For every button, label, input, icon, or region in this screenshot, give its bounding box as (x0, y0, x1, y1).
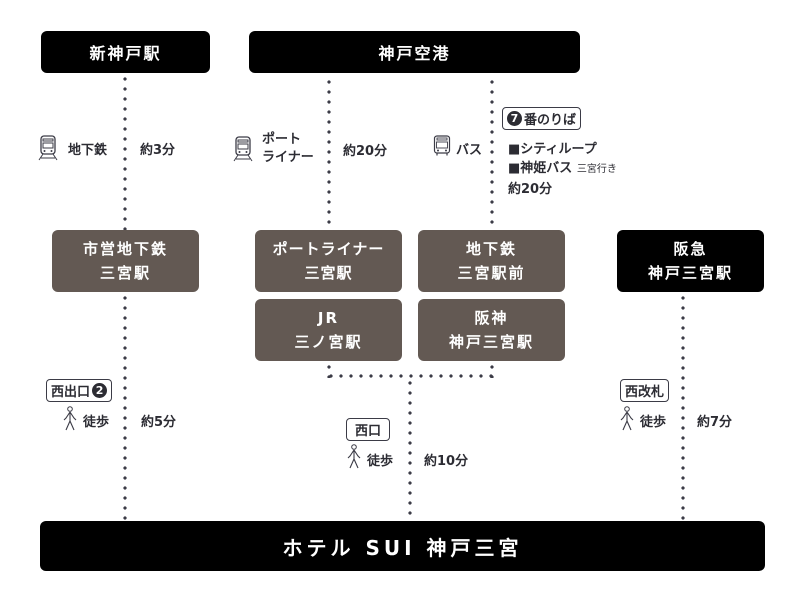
bus-stop-label: 番のりば (524, 113, 577, 128)
walking-person-icon (620, 406, 634, 431)
origin-label: 神戸空港 (378, 44, 451, 63)
bus-line-item: ■シティループ (508, 142, 597, 157)
route-time-label: 約20分 (343, 144, 388, 159)
station-hanshin-kobe-sannomiya: 阪神 神戸三宮駅 (418, 299, 565, 361)
connector-line-hanshin (490, 362, 494, 378)
route-mode-line2: ライナー (262, 150, 314, 165)
station-name-line2: 神戸三宮駅 (647, 264, 733, 282)
train-icon (38, 135, 58, 161)
station-name-line1: 市営地下鉄 (82, 240, 168, 258)
connector-line-horizontal (326, 374, 494, 378)
walk-time-label: 約7分 (697, 415, 733, 430)
walk-mode-label: 徒歩 (83, 415, 110, 430)
station-name-line1: ポートライナー (272, 240, 385, 258)
station-name-line1: 阪神 (474, 309, 509, 327)
route-line-subway (123, 74, 127, 230)
bus-stop-number: 7 (507, 111, 522, 126)
destination-hotel: ホテル SUI 神戸三宮 (40, 521, 765, 571)
route-line-bus (490, 77, 494, 230)
exit-number: 2 (92, 383, 108, 398)
station-name-line2: 三宮駅 (99, 264, 151, 282)
bus-line-note: 三宮行き (576, 164, 617, 175)
walk-mode-label: 徒歩 (367, 454, 394, 469)
station-name-line1: JR (317, 309, 340, 327)
station-hankyu-kobe-sannomiya: 阪急 神戸三宮駅 (617, 230, 764, 292)
walk-time-label: 約10分 (424, 454, 469, 469)
walk-line-center (408, 378, 412, 520)
bus-stop-tag: 7 番のりば (502, 107, 582, 130)
bus-line-item: ■神姫バス 三宮行き (508, 157, 617, 176)
walking-person-icon (63, 406, 77, 431)
route-mode-line1: ポート (262, 132, 302, 147)
exit-tag: 西出口 2 (46, 379, 113, 402)
destination-label: ホテル SUI 神戸三宮 (282, 535, 523, 560)
station-subway-sannomiya-ekimae: 地下鉄 三宮駅前 (418, 230, 565, 292)
route-time-label: 約3分 (140, 143, 176, 158)
connector-line-jr (327, 362, 331, 378)
walk-mode-label: 徒歩 (640, 415, 667, 430)
walk-line-right (681, 293, 685, 520)
route-mode-label: バス (456, 143, 483, 158)
station-portliner-sannomiya: ポートライナー 三宮駅 (255, 230, 402, 292)
route-line-portliner (327, 77, 331, 230)
exit-label: 西出口 (51, 385, 91, 400)
exit-label: 西改札 (625, 385, 665, 400)
exit-label: 西口 (355, 424, 382, 439)
station-name-line2: 三宮駅前 (457, 264, 526, 282)
station-name-line1: 地下鉄 (465, 240, 517, 258)
station-name-line2: 三宮駅 (304, 264, 353, 282)
origin-kobe-airport: 神戸空港 (249, 31, 580, 73)
bus-line-name: ■神姫バス (508, 161, 573, 176)
origin-label: 新神戸駅 (89, 44, 162, 63)
station-city-subway-sannomiya: 市営地下鉄 三宮駅 (52, 230, 199, 292)
route-mode-label: 地下鉄 (68, 143, 108, 158)
station-name-line2: 神戸三宮駅 (448, 333, 534, 351)
station-name-line1: 阪急 (673, 240, 708, 258)
walk-time-label: 約5分 (141, 415, 177, 430)
walk-line-left (123, 293, 127, 520)
station-name-line2: 三ノ宮駅 (294, 333, 363, 351)
exit-tag: 西改札 (620, 379, 670, 402)
route-mode-label: ポート ライナー (262, 131, 314, 167)
bus-icon (433, 135, 451, 156)
walking-person-icon (347, 444, 361, 469)
origin-shin-kobe-station: 新神戸駅 (41, 31, 210, 73)
exit-tag: 西口 (346, 418, 391, 441)
route-time-label: 約20分 (508, 182, 553, 197)
train-icon (233, 136, 253, 162)
station-jr-sannomiya: JR 三ノ宮駅 (255, 299, 402, 361)
